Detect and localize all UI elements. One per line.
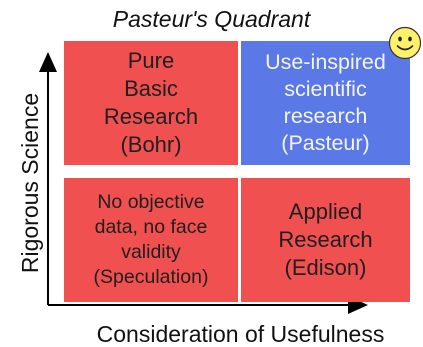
x-axis-label: Consideration of Usefulness <box>96 321 385 347</box>
diagram-title: Pasteur's Quadrant <box>112 6 311 32</box>
quadrant-use-inspired-research: Use-inspired scientific research (Pasteu… <box>241 41 410 165</box>
y-axis-arrowhead <box>39 52 57 72</box>
y-axis-label: Rigorous Science <box>17 92 43 274</box>
quadrant-text: Applied Research (Edison) <box>278 199 373 280</box>
quadrant-text: Use-inspired scientific research (Pasteu… <box>265 50 386 155</box>
quadrant-pure-basic-research: Pure Basic Research (Bohr) <box>64 41 238 165</box>
quadrant-applied-research: Applied Research (Edison) <box>241 178 410 302</box>
quadrant-text: Pure Basic Research (Bohr) <box>103 48 199 157</box>
quadrant-text: No objective data, no face validity (Spe… <box>93 191 209 288</box>
quadrant-speculation: No objective data, no face validity (Spe… <box>64 178 238 302</box>
smiley-face-icon <box>388 26 422 60</box>
